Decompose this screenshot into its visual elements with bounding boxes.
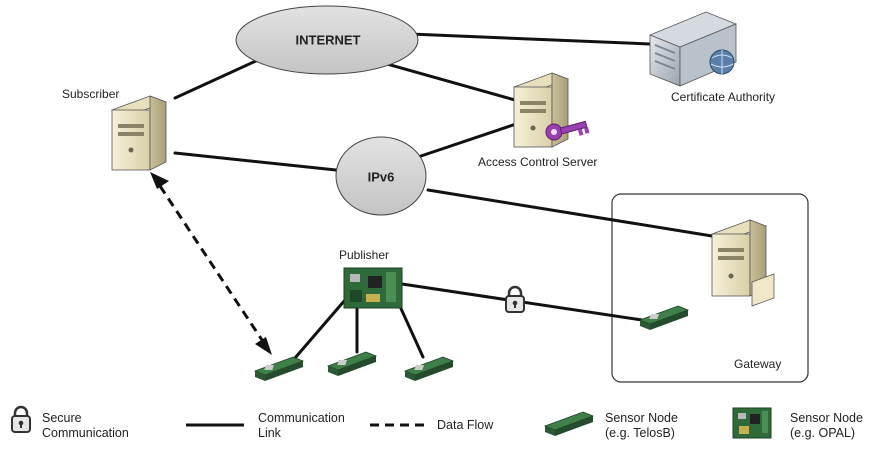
gateway-box xyxy=(611,193,809,383)
link-subscriber-internet xyxy=(173,58,260,100)
ipv6-label: IPv6 xyxy=(367,169,395,185)
subscriber-server-icon xyxy=(110,95,168,171)
sensor-node-3-icon xyxy=(403,356,455,381)
legend-lock-icon xyxy=(11,405,31,433)
publisher-board-icon xyxy=(343,267,403,309)
link-ipv6-acs xyxy=(416,120,524,159)
link-internet-ca xyxy=(408,32,652,46)
legend-sensor-node-opal-label: Sensor Node (e.g. OPAL) xyxy=(790,411,863,440)
ipv6-cloud xyxy=(335,136,427,216)
publisher-label: Publisher xyxy=(339,248,390,262)
communication-links xyxy=(173,32,714,360)
legend-secure-communication-label: Secure Communication xyxy=(42,411,129,440)
arrowhead-bottom xyxy=(255,337,272,355)
sensor-node-1-icon xyxy=(253,356,305,381)
internet-cloud xyxy=(235,5,419,75)
legend-data-flow-label: Data Flow xyxy=(437,418,494,432)
link-internet-acs xyxy=(378,60,524,104)
legend xyxy=(11,405,772,439)
lock-icon xyxy=(505,285,525,313)
certificate-authority-icon xyxy=(648,11,738,87)
access-control-server-label: Access Control Server xyxy=(478,155,598,169)
data-flow-arrow xyxy=(150,172,272,355)
link-publisher-sensor1 xyxy=(293,298,347,360)
gateway-label: Gateway xyxy=(734,357,782,371)
legend-sensor-node-opal-icon xyxy=(732,407,772,439)
legend-communication-link-label: Communication Link xyxy=(258,411,345,440)
link-subscriber-ipv6 xyxy=(173,151,338,172)
legend-sensor-node-telosb-label: Sensor Node (e.g. TelosB) xyxy=(605,411,678,440)
internet-label: INTERNET xyxy=(295,32,361,48)
link-publisher-sensor3 xyxy=(396,300,425,359)
certificate-authority-label: Certificate Authority xyxy=(671,90,776,104)
subscriber-label: Subscriber xyxy=(62,87,120,101)
key-icon xyxy=(545,120,590,141)
gateway-sensor-node-icon xyxy=(638,305,690,330)
gateway-server-icon xyxy=(710,219,775,307)
sensor-node-2-icon xyxy=(326,351,378,376)
link-ipv6-gateway xyxy=(426,188,714,238)
legend-sensor-node-telosb-icon xyxy=(543,411,595,436)
arrowhead-top xyxy=(150,172,169,189)
